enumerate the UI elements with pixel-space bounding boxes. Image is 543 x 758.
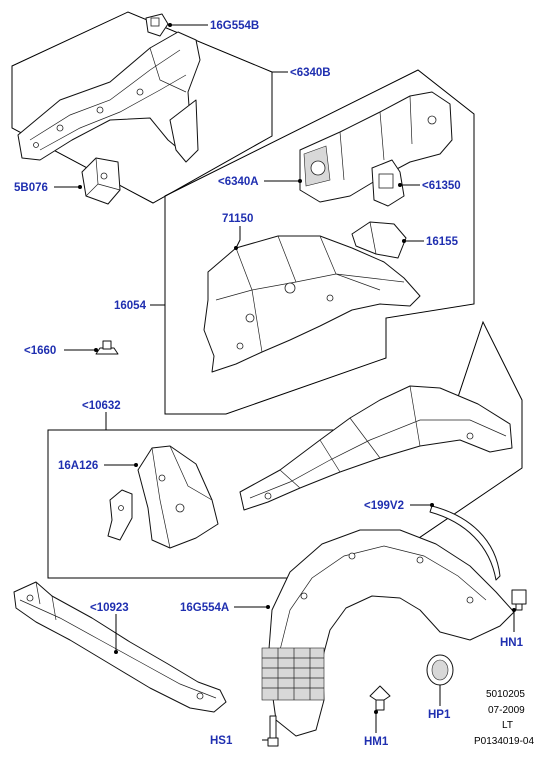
reference-lang: LT (502, 720, 513, 731)
part-upper-apron-rail (17, 31, 201, 163)
fastener-HM1 (369, 685, 391, 711)
part-seal-199V2 (429, 505, 501, 581)
label-HP1[interactable]: HP1 (428, 709, 451, 721)
label-10923[interactable]: <10923 (90, 602, 129, 614)
label-HN1[interactable]: HN1 (500, 637, 524, 649)
label-61350[interactable]: <61350 (422, 180, 461, 192)
label-HM1[interactable]: HM1 (364, 736, 389, 748)
leader-lines (54, 24, 515, 741)
liner-grille (261, 647, 325, 701)
part-bracket-16155 (351, 221, 407, 259)
label-71150[interactable]: 71150 (222, 213, 253, 225)
reference-date: 07-2009 (488, 705, 525, 716)
part-cross-member-10923 (13, 581, 227, 713)
part-wheel-arch-liner (261, 529, 515, 737)
part-longitudinal-rail (239, 385, 513, 511)
part-clip-1660 (95, 340, 119, 355)
label-16G554A[interactable]: 16G554A (180, 602, 229, 614)
label-16054[interactable]: 16054 (114, 300, 147, 312)
panel-rear-apron (164, 69, 475, 415)
part-bracket-16G554B (145, 13, 169, 37)
reference-code: 5010205 (486, 689, 525, 700)
part-bracket-5B076 (81, 157, 121, 205)
part-reinforcement-16A126 (137, 445, 219, 549)
fastener-HP1 (426, 654, 454, 686)
label-16155[interactable]: 16155 (426, 236, 459, 248)
label-16G554B[interactable]: 16G554B (210, 20, 259, 32)
label-16A126[interactable]: 16A126 (58, 460, 98, 472)
label-HS1[interactable]: HS1 (210, 735, 233, 747)
part-inner-panel-71150 (203, 235, 421, 373)
label-1660[interactable]: <1660 (24, 345, 56, 357)
panel-upper-apron (11, 11, 273, 204)
fastener-HN1 (511, 589, 527, 611)
label-199V2[interactable]: <199V2 (364, 500, 404, 512)
label-10632[interactable]: <10632 (82, 400, 121, 412)
label-6340A[interactable]: <6340A (218, 176, 259, 188)
reference-drawing: P0134019-04 (474, 736, 534, 747)
label-5B076[interactable]: 5B076 (14, 182, 48, 194)
part-bracket-61350 (371, 159, 405, 207)
reference-block: 5010205 07-2009 LT P0134019-04 (474, 689, 534, 747)
part-labels: 16G554B <6340B 5B076 <6340A <61350 71150… (14, 20, 524, 748)
fastener-HS1 (267, 715, 279, 747)
label-6340B[interactable]: <6340B (290, 67, 331, 79)
part-small-bracket (107, 489, 133, 541)
leader-dots (78, 23, 516, 714)
part-rear-apron-6340A (299, 91, 453, 203)
